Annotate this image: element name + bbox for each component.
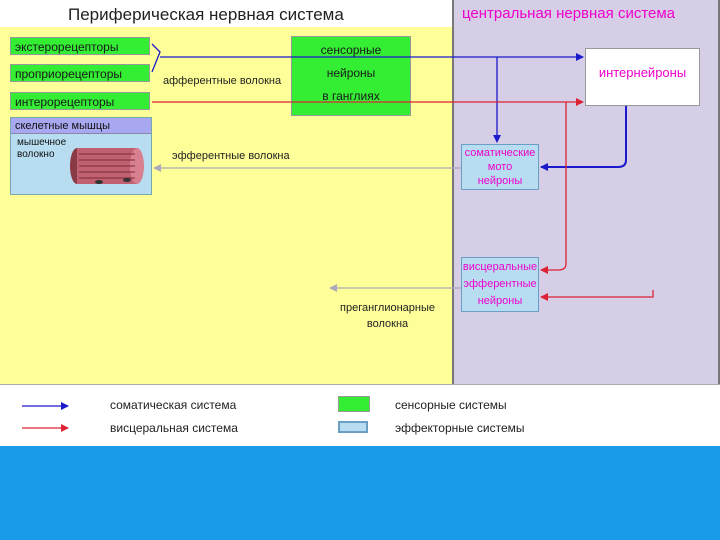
somatic-line-2: мото (487, 161, 513, 173)
legend (0, 384, 720, 446)
somatic-motor-neurons-box: соматические мото нейроны (461, 144, 539, 190)
visceral-efferent-neurons-box: висцеральные эфферентные нейроны (461, 257, 539, 312)
legend-effector-swatch (338, 421, 368, 433)
muscle-fiber-line-2: волокно (17, 149, 55, 160)
legend-divider (0, 384, 720, 385)
central-title: центральная нервная система (462, 5, 676, 22)
sensory-line-3: в ганглиях (322, 89, 380, 103)
sensory-line-2: нейроны (326, 66, 376, 80)
muscle-fiber-icon (70, 148, 144, 184)
title-strip (0, 0, 452, 27)
legend-sensory-label: сенсорные системы (395, 398, 507, 412)
skeletal-muscle-box: скелетные мышцы мышечное волокно (10, 117, 152, 195)
exteroceptors-box: экстерорецепторы (10, 37, 150, 55)
interneurons-to-motor-arrow (540, 106, 627, 171)
preganglionic-label: преганглионарные волокна (340, 300, 435, 332)
preganglionic-line-1: преганглионарные (340, 302, 436, 314)
visceral-branch-arrow (540, 102, 567, 274)
muscle-fiber-line-1: мышечное (17, 137, 67, 148)
legend-effector-label: эффекторные системы (395, 421, 525, 435)
visceral-line-1: висцеральные (462, 261, 538, 273)
efferent-fibers-label: эфферентные волокна (172, 150, 290, 162)
proprioceptors-box: проприорецепторы (10, 64, 150, 82)
region-divider (452, 0, 454, 384)
visceral-line-2: эфферентные (463, 278, 537, 290)
muscle-fiber-label: мышечное волокно (17, 137, 66, 161)
pathway-arrows (151, 43, 654, 301)
interneurons-box: интернейроны (585, 48, 700, 106)
legend-arrows (22, 402, 69, 432)
legend-somatic-label: соматическая система (110, 398, 237, 412)
interneurons-to-visceral-arrow (540, 290, 654, 301)
legend-sensory-swatch (338, 396, 370, 412)
sensory-line-1: сенсорные (320, 43, 382, 57)
sensory-neurons-box: сенсорные нейроны в ганглиях (291, 36, 411, 116)
somatic-line-1: соматические (464, 147, 536, 159)
somatic-afferent-arrow (151, 43, 161, 73)
right-border (718, 0, 720, 384)
somatic-line-3: нейроны (477, 175, 523, 187)
interoceptors-box: интерорецепторы (10, 92, 150, 110)
peripheral-title: Периферическая нервная система (68, 5, 344, 24)
visceral-line-3: нейроны (477, 295, 523, 307)
legend-visceral-label: висцеральная система (110, 421, 238, 435)
preganglionic-line-2: волокна (366, 318, 409, 330)
footer-band (0, 446, 720, 540)
skeletal-muscle-header: скелетные мышцы (11, 118, 151, 134)
afferent-fibers-label: афферентные волокна (163, 75, 282, 87)
